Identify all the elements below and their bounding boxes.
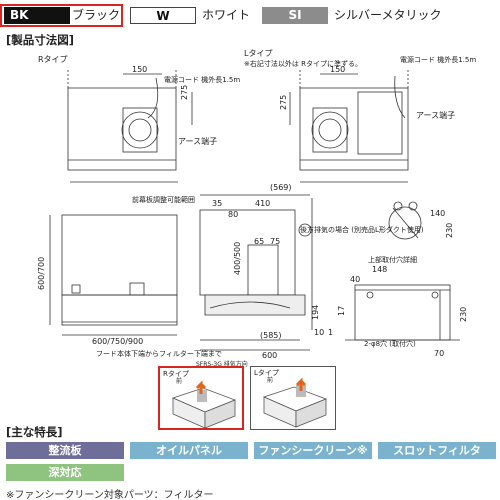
features-title: [主な特長] (6, 425, 63, 439)
color-name-w: ホワイト (202, 8, 251, 22)
side-dim-569: (569) (270, 183, 292, 192)
side-dim-400-500: 400/500 (233, 242, 242, 275)
side-dim-600: 600 (262, 351, 277, 360)
feature-tag-fancy-clean: ファンシークリーン※ (254, 442, 372, 459)
r-type-cord: 電源コード 機外長1.5m (164, 75, 240, 84)
side-dim-35: 35 (212, 199, 222, 208)
l-type-label: Lタイプ (244, 49, 272, 58)
l-type-box-illustration (262, 377, 328, 428)
front-dim-height: 600/700 (37, 257, 46, 290)
plate-dim-230b: 230 (459, 307, 468, 322)
l-type-callout-label: Lタイプ (254, 369, 279, 377)
r-type-dim-top: 150 (132, 65, 147, 74)
side-dim-410: 410 (255, 199, 270, 208)
feature-tag-slot-filter: スロットフィルタ (378, 442, 496, 459)
front-note-filter: フード本体下端からフィルター下端まで (96, 349, 222, 358)
plate-dim-40: 40 (350, 275, 360, 284)
plate-dim-70: 70 (434, 349, 444, 358)
l-type-front-label: 前 (267, 377, 274, 384)
r-type-front-label: 前 (176, 378, 183, 385)
drawing-title: [製品寸法図] (6, 33, 75, 47)
color-chip-si[interactable]: SI (262, 7, 328, 24)
r-type-callout-label: Rタイプ (163, 370, 189, 378)
side-dim-80: 80 (228, 210, 238, 219)
r-type-callout: Rタイプ 前 (158, 366, 244, 430)
side-dim-65: 65 (254, 237, 264, 246)
plate-dim-230: 230 (445, 223, 454, 238)
feature-tag-oil-panel: オイルパネル (130, 442, 248, 459)
color-swatch-row: BK ブラック W ホワイト SI シルバーメタリック (0, 4, 500, 27)
r-type-duct-outer (121, 111, 159, 149)
footnote: ※ファンシークリーン対象パーツ：フィルター (6, 490, 214, 500)
side-dim-75: 75 (270, 237, 280, 246)
side-duct-label: SFRS-3G 排気方向 (196, 360, 248, 368)
plate-dim-17: 17 (337, 306, 346, 316)
r-type-body (67, 87, 177, 171)
l-type-dim-top: 150 (330, 65, 345, 74)
selected-color-outline (0, 4, 123, 27)
r-type-ground: アース端子 (178, 136, 217, 146)
plate-dim-148: 148 (372, 265, 387, 274)
side-dim-10: 10 (314, 328, 324, 337)
l-type-cord: 電源コード 機外長1.5m (400, 55, 476, 64)
side-note-rear: 後方排気の場合 (別売品L形ダクト使用) (300, 225, 424, 234)
plate-dim-140: 140 (430, 209, 445, 218)
r-type-box-illustration (171, 380, 237, 429)
feature-tag-fukataio: 深対応 (6, 464, 124, 481)
side-dim-1: 1 (328, 328, 333, 337)
l-type-dim-side: 275 (279, 95, 288, 110)
r-type-label: Rタイプ (38, 55, 68, 64)
color-name-si: シルバーメタリック (334, 8, 442, 22)
l-type-body (299, 87, 409, 171)
color-chip-w[interactable]: W (130, 7, 196, 24)
dimension-drawing: Rタイプ 150 275 アース端子 電源コード 機外長1.5m Lタイプ ※右… (37, 49, 476, 368)
r-type-duct-inner (128, 118, 152, 142)
r-type-dim-side: 275 (180, 85, 189, 100)
side-note-front-adjust: 前幕板調整可能範囲 (132, 195, 195, 204)
l-type-duct-inner (318, 118, 342, 142)
plate-note: 上部取付穴詳細 (368, 255, 417, 264)
color-name-bk: ブラック (72, 8, 121, 22)
side-dim-585: (585) (260, 331, 282, 340)
side-dim-194: 194 (311, 305, 320, 320)
l-type-note: ※右記寸法以外は Rタイプに準ずる。 (244, 59, 362, 68)
l-type-callout: Lタイプ 前 (250, 366, 336, 430)
l-type-ground: アース端子 (416, 110, 455, 120)
l-type-duct-outer (311, 111, 349, 149)
front-dim-width: 600/750/900 (92, 337, 143, 346)
plate-note-holes: 2-φ8穴 (取付穴) (364, 339, 416, 348)
feature-tag-seiryuban: 整流板 (6, 442, 124, 459)
color-chip-bk[interactable]: BK (4, 7, 70, 24)
